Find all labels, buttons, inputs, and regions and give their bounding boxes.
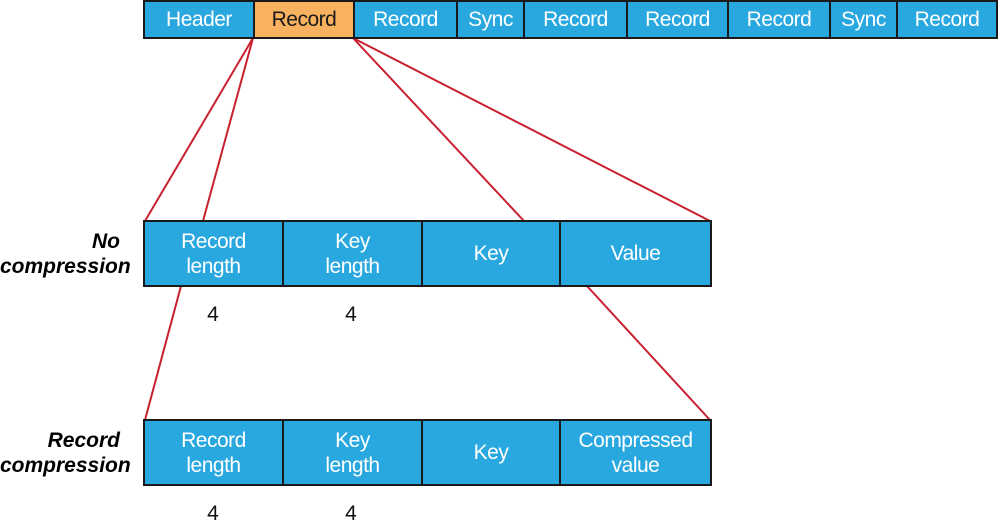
connector-line: [352, 37, 711, 222]
connector-line: [352, 37, 525, 222]
record-length-size: 4: [207, 502, 219, 525]
record-block: Record: [353, 0, 458, 39]
record-block: Record: [727, 0, 831, 39]
block-label: Record: [746, 8, 812, 31]
block-label: Record: [914, 8, 980, 31]
key-field: Key: [421, 419, 561, 486]
record-block: Record: [523, 0, 628, 39]
field-label: Key: [473, 441, 509, 464]
sync-block: Sync: [829, 0, 898, 39]
block-label: Sync: [841, 8, 886, 31]
block-label: Record: [645, 8, 710, 31]
key-length-field: Key length: [282, 220, 423, 287]
block-label: Record: [373, 8, 438, 31]
record-block-highlighted: Record: [253, 0, 355, 39]
connector-line: [144, 285, 182, 421]
field-label: Key length: [325, 428, 380, 477]
field-label: Record length: [181, 428, 246, 477]
field-label: Record length: [181, 229, 246, 278]
block-label: Sync: [468, 8, 513, 31]
record-compression-label: Record compression: [0, 429, 131, 477]
record-block: Record: [626, 0, 729, 39]
field-label: Compressed value: [578, 428, 693, 477]
record-length-field: Record length: [143, 220, 284, 287]
key-length-size: 4: [345, 303, 357, 326]
header-block: Header: [143, 0, 255, 39]
record-length-field: Record length: [143, 419, 284, 486]
field-label: Key length: [325, 229, 380, 278]
record-length-size: 4: [207, 303, 219, 326]
key-length-field: Key length: [282, 419, 423, 486]
field-label: Value: [610, 242, 661, 265]
no-compression-label: No compression: [0, 230, 131, 278]
field-label: Key: [473, 242, 509, 265]
block-label: Header: [166, 8, 232, 31]
connector-line: [144, 37, 254, 222]
block-label: Record: [543, 8, 608, 31]
record-block: Record: [896, 0, 998, 39]
sync-block: Sync: [456, 0, 525, 39]
block-label: Record: [271, 8, 337, 31]
key-length-size: 4: [345, 502, 357, 525]
compressed-value-field: Compressed value: [559, 419, 712, 486]
key-field: Key: [421, 220, 561, 287]
connector-line: [202, 37, 254, 222]
value-field: Value: [559, 220, 712, 287]
connector-line: [586, 285, 711, 421]
